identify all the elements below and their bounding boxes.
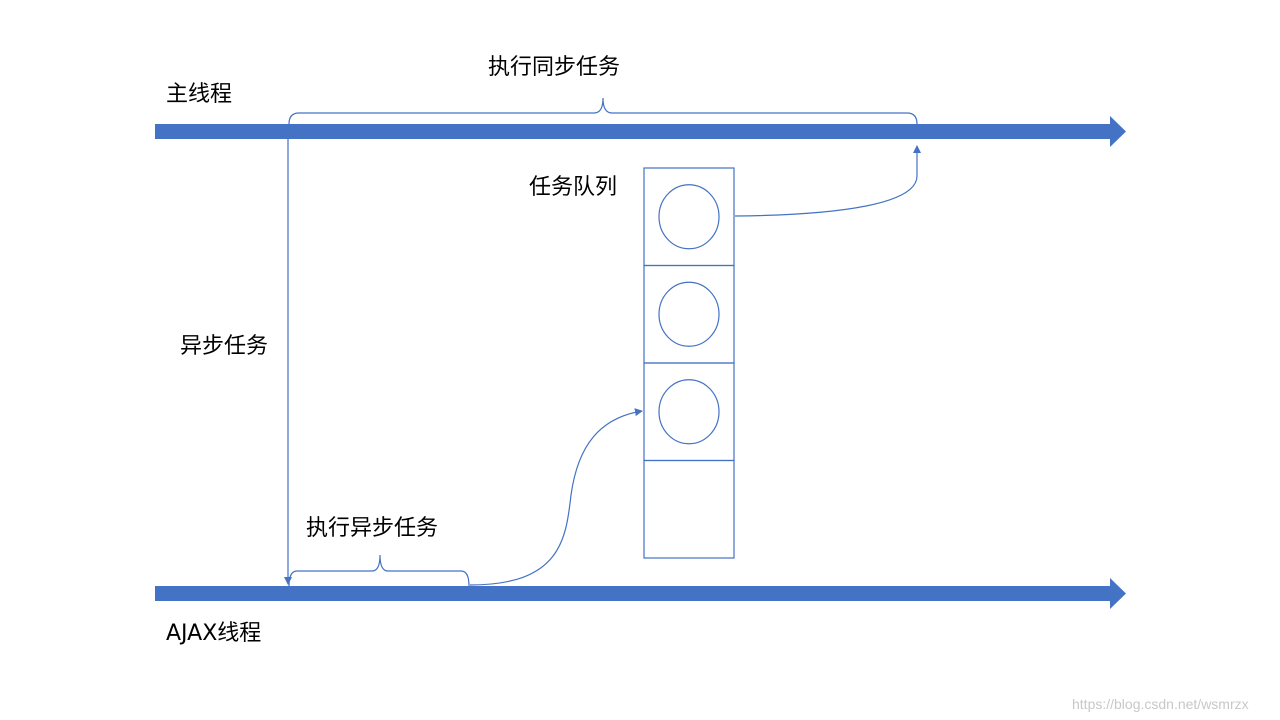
ajax-thread-arrow bbox=[155, 578, 1126, 609]
queued-task bbox=[658, 281, 720, 347]
enqueue-curve bbox=[469, 408, 643, 586]
sync-tasks-brace bbox=[288, 97, 918, 125]
queue-slot bbox=[643, 459, 735, 559]
async-tasks-label: 执行异步任务 bbox=[306, 516, 438, 541]
queue-slot bbox=[643, 362, 735, 462]
async-task-label: 异步任务 bbox=[180, 334, 268, 359]
main-thread-label: 主线程 bbox=[166, 82, 232, 107]
async-tasks-brace bbox=[288, 554, 470, 587]
ajax-thread-label: AJAX线程 bbox=[166, 621, 261, 646]
queue-slot bbox=[643, 264, 735, 364]
main-thread-arrow bbox=[155, 116, 1126, 147]
queue-slot bbox=[643, 167, 735, 267]
watermark-text: https://blog.csdn.net/wsmrzx bbox=[1072, 696, 1249, 712]
queued-task bbox=[658, 379, 720, 445]
task-queue bbox=[643, 167, 735, 559]
dequeue-curve bbox=[734, 145, 921, 217]
queued-task bbox=[658, 184, 720, 250]
task-queue-label: 任务队列 bbox=[529, 175, 617, 200]
sync-tasks-label: 执行同步任务 bbox=[488, 55, 620, 80]
